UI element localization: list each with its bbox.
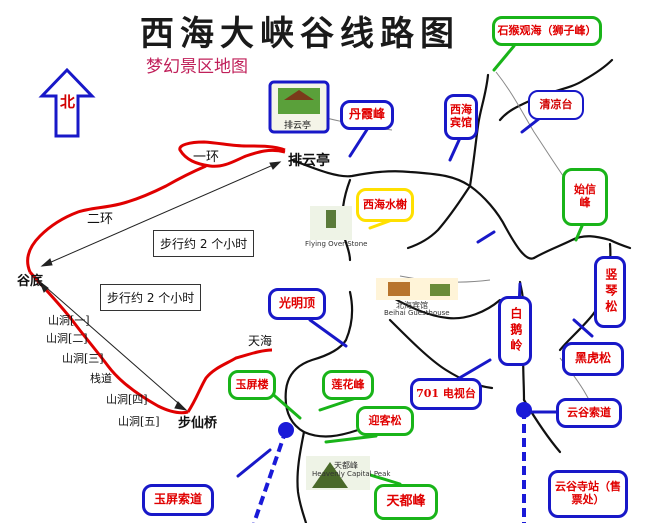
north-label: 北 — [60, 93, 76, 111]
paiyun-label: 排云亭 — [288, 153, 330, 169]
callout-yungu-temple: 云谷寺站（售票处） — [548, 470, 628, 518]
ring2-label: 二环 — [87, 212, 114, 227]
buxianqiao-label: 步仙桥 — [178, 416, 218, 431]
callout-bai-e: 白鹅岭 — [498, 296, 532, 366]
ring1-label: 一环 — [193, 150, 220, 165]
cave2-label: 山洞[二] — [46, 332, 88, 345]
tiandu-caption-en: Heavenly Capital Peak — [312, 470, 391, 478]
flying-stone-caption: Flying Over Stone — [305, 240, 368, 248]
callout-xihai-hotel: 西海宾馆 — [444, 94, 478, 140]
callout-tv-tower: 701 电视台 — [410, 378, 482, 410]
callout-heihu: 黑虎松 — [562, 342, 624, 376]
paiyun-photo-caption: 排云亭 — [284, 121, 312, 131]
callout-yingke: 迎客松 — [356, 406, 414, 436]
beihai-photo — [376, 278, 458, 300]
cave1-label: 山洞[一] — [48, 314, 90, 327]
callout-shihou: 石猴观海（狮子峰） — [492, 16, 602, 46]
callout-yungu-cable: 云谷索道 — [556, 398, 622, 428]
walk-time-note-upper: 步行约 2 个小时 — [153, 230, 255, 257]
callout-guangming: 光明顶 — [268, 288, 326, 320]
cave4-label: 山洞[四] — [106, 393, 148, 406]
tiandu-photo — [306, 456, 370, 490]
plank-label: 栈道 — [90, 372, 112, 385]
flying-stone-photo — [310, 206, 352, 240]
gudi-label: 谷底 — [17, 274, 44, 289]
yungu-cable-station — [516, 402, 532, 418]
cableways — [252, 410, 526, 523]
paiyun-photo — [268, 80, 330, 134]
callout-danxia: 丹霞峰 — [340, 100, 394, 130]
walk-time-note-lower: 步行约 2 个小时 — [100, 284, 202, 311]
cave3-label: 山洞[三] — [62, 352, 104, 365]
north-arrow-icon — [38, 67, 96, 138]
callout-shuqin: 竖琴松 — [594, 256, 626, 328]
callout-yuping-cable: 玉屏索道 — [142, 484, 214, 516]
map-subtitle: 梦幻景区地图 — [146, 57, 248, 77]
yuping-cable-station — [278, 422, 294, 438]
callout-qingliang: 清凉台 — [528, 90, 584, 120]
tianhai-label: 天海 — [248, 334, 273, 348]
callout-yuping-lou: 玉屏楼 — [228, 370, 276, 400]
callout-shixin: 始信峰 — [562, 168, 608, 226]
map-title: 西海大峡谷线路图 — [140, 14, 460, 54]
cave5-label: 山洞[五] — [118, 415, 160, 428]
callout-tiandu: 天都峰 — [374, 484, 438, 520]
callout-lianhua: 莲花峰 — [322, 370, 374, 400]
callout-xihai-shuixie: 西海水榭 — [356, 188, 414, 222]
beihai-caption-en: Beihai Guesthouse — [384, 309, 450, 317]
tiandu-caption-cn: 天都峰 — [334, 461, 358, 470]
beihai-caption-cn: 北海宾馆 — [396, 301, 428, 310]
west-canyon-route — [26, 140, 286, 415]
walk-arrows — [38, 161, 282, 411]
